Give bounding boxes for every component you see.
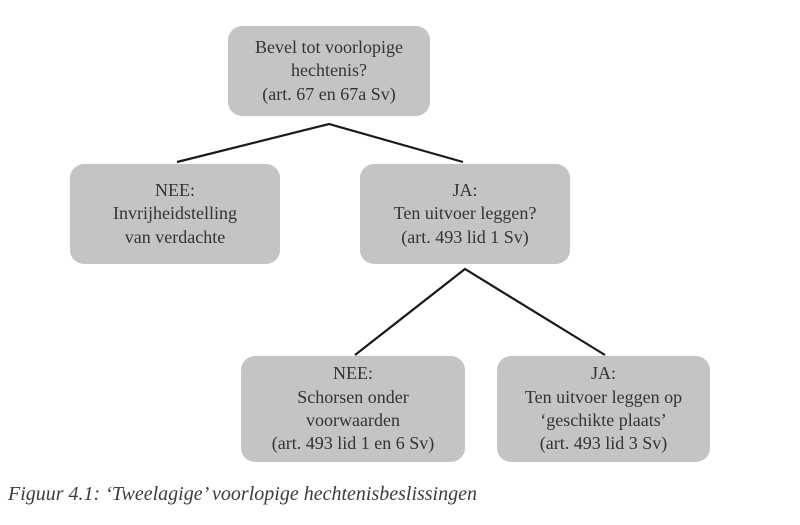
node-bevel-voorlopige-hechtenis: Bevel tot voorlopige hechtenis? (art. 67… — [228, 26, 430, 116]
edge-root-to-children — [176, 122, 464, 164]
node-ja-geschikte-plaats: JA: Ten uitvoer leggen op ‘geschikte pla… — [497, 356, 710, 462]
node-ja-ten-uitvoer-leggen: JA: Ten uitvoer leggen? (art. 493 lid 1 … — [360, 164, 570, 264]
node-nee-invrijheidstelling: NEE: Invrijheidstelling van verdachte — [70, 164, 280, 264]
figure-caption: Figuur 4.1: ‘Tweelagige’ voorlopige hech… — [8, 483, 477, 505]
node-nee-schorsen-onder-voorwaarden: NEE: Schorsen onder voorwaarden (art. 49… — [241, 356, 465, 462]
edge-ja1-to-children — [354, 267, 606, 356]
